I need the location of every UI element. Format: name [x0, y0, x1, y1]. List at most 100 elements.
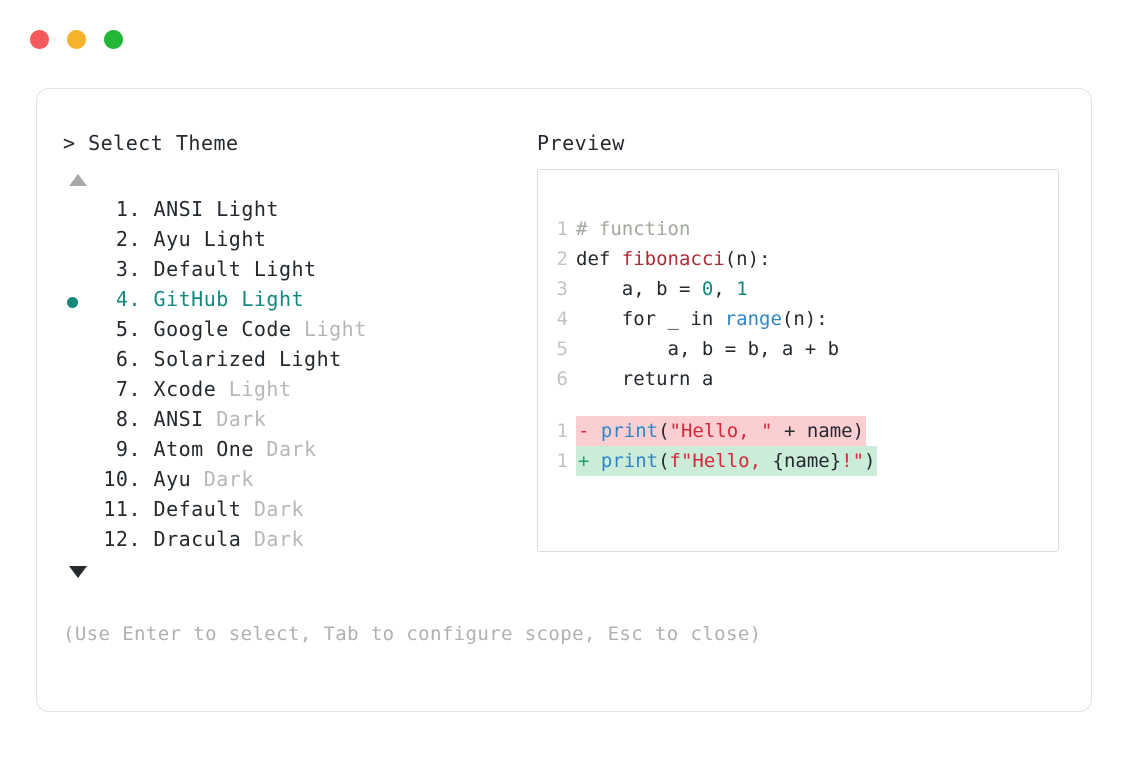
theme-item-spacer — [141, 437, 154, 461]
line-number: 3 — [556, 278, 568, 300]
theme-item-label: ANSI — [153, 407, 204, 431]
theme-item-spacer — [141, 287, 154, 311]
theme-item-mode-suffix: Light — [291, 317, 367, 341]
code-token: ( — [658, 450, 670, 472]
theme-item-label: Ayu — [153, 467, 192, 491]
theme-item-label: Xcode — [153, 377, 217, 401]
code-token: (n): — [781, 308, 828, 330]
theme-item-spacer — [141, 347, 154, 371]
code-token: !" — [841, 450, 865, 472]
code-token: for _ in — [576, 308, 725, 330]
theme-list-item[interactable]: 6. Solarized Light — [63, 347, 533, 377]
diff-sign: - — [578, 420, 601, 442]
theme-list-item[interactable]: 3. Default Light — [63, 257, 533, 287]
diff-line-add: 1 + print(f"Hello, {name}!") — [552, 446, 1058, 476]
maximize-window-button[interactable] — [104, 30, 123, 49]
code-token: # function — [576, 218, 691, 240]
diff-line-del: 1 - print("Hello, " + name) — [552, 416, 1058, 446]
code-token: f"Hello, — [669, 450, 773, 472]
code-token: "Hello, " — [669, 420, 773, 442]
theme-item-index: 8. — [115, 407, 141, 431]
theme-item-spacer — [141, 257, 154, 281]
triangle-up-icon — [69, 174, 87, 186]
theme-item-index: 5. — [115, 317, 141, 341]
line-number: 1 — [556, 218, 568, 240]
theme-item-index: 3. — [115, 257, 141, 281]
theme-item-index: 4. — [115, 287, 141, 311]
code-diff-spacer — [538, 394, 1058, 416]
line-number: 1 — [556, 420, 568, 442]
keyboard-hint: (Use Enter to select, Tab to configure s… — [63, 623, 762, 645]
code-token: 0 — [701, 278, 714, 300]
theme-item-mode-suffix: Dark — [241, 497, 305, 521]
theme-item-spacer — [141, 227, 154, 251]
code-preview: 1 # function 2 def fibonacci (n): 3 a, b = 0,… — [538, 214, 1058, 394]
theme-list-item[interactable]: 8. ANSI Dark — [63, 407, 533, 437]
theme-item-index: 6. — [115, 347, 141, 371]
theme-item-label: Atom One — [153, 437, 254, 461]
theme-item-spacer — [141, 497, 154, 521]
line-number: 4 — [556, 308, 568, 330]
diff-line-content: + print(f"Hello, {name}!") — [576, 446, 878, 476]
theme-list-item[interactable]: 2. Ayu Light — [63, 227, 533, 257]
theme-list-item[interactable]: 12. Dracula Dark — [63, 527, 533, 557]
code-diff: 1- print("Hello, " + name)1+ print(f"Hel… — [538, 416, 1058, 476]
filled-circle-icon — [67, 296, 78, 308]
theme-item-label: Default Light — [153, 257, 317, 281]
code-token: print — [600, 450, 659, 472]
code-token: fibonacci — [621, 248, 725, 270]
diff-line-content: - print("Hello, " + name) — [576, 416, 867, 446]
theme-item-index: 9. — [115, 437, 141, 461]
code-token: a, b = b, a + b — [576, 338, 840, 360]
preview-code-box: 1 # function 2 def fibonacci (n): 3 a, b = 0,… — [537, 169, 1059, 552]
page-title: > Select Theme — [63, 131, 239, 155]
theme-list-item[interactable]: 4. GitHub Light — [63, 287, 533, 317]
theme-item-label: GitHub Light — [153, 287, 305, 311]
theme-item-index: 2. — [115, 227, 141, 251]
theme-list-item[interactable]: 9. Atom One Dark — [63, 437, 533, 467]
close-window-button[interactable] — [30, 30, 49, 49]
line-number: 1 — [556, 450, 568, 472]
theme-item-label: Default — [153, 497, 242, 521]
triangle-down-icon — [69, 566, 87, 578]
theme-list-item[interactable]: 7. Xcode Light — [63, 377, 533, 407]
theme-item-mode-suffix: Light — [216, 377, 292, 401]
preview-title: Preview — [537, 131, 625, 155]
selection-bullet-cell — [63, 296, 93, 308]
theme-list-item[interactable]: 5. Google Code Light — [63, 317, 533, 347]
theme-item-spacer — [141, 407, 154, 431]
theme-item-mode-suffix: Dark — [191, 467, 254, 491]
code-token: , — [713, 278, 737, 300]
theme-item-spacer — [141, 317, 154, 341]
code-line: 5 a, b = b, a + b — [552, 334, 1058, 364]
code-token: range — [724, 308, 782, 330]
theme-item-index: 10. — [103, 467, 141, 491]
theme-item-index: 12. — [103, 527, 141, 551]
line-number: 2 — [556, 248, 568, 270]
theme-item-label: Google Code — [153, 317, 292, 341]
code-line: 6 return a — [552, 364, 1058, 394]
theme-item-label: Solarized Light — [153, 347, 342, 371]
scroll-up-button[interactable] — [63, 169, 533, 191]
code-token: + name) — [772, 420, 865, 442]
theme-item-index: 7. — [115, 377, 141, 401]
theme-list-item[interactable]: 10. Ayu Dark — [63, 467, 533, 497]
theme-item-label: Ayu Light — [153, 227, 267, 251]
minimize-window-button[interactable] — [67, 30, 86, 49]
theme-item-mode-suffix: Dark — [253, 437, 317, 461]
theme-item-label: ANSI Light — [153, 197, 279, 221]
theme-list-item[interactable]: 11. Default Dark — [63, 497, 533, 527]
theme-item-mode-suffix: Dark — [241, 527, 305, 551]
line-number: 5 — [556, 338, 568, 360]
scroll-down-button[interactable] — [63, 557, 533, 587]
theme-item-index: 11. — [103, 497, 141, 521]
theme-item-spacer — [141, 377, 154, 401]
code-token: def — [576, 248, 622, 270]
diff-sign: + — [578, 450, 601, 472]
code-line: 4 for _ in range(n): — [552, 304, 1058, 334]
code-token: a, b = — [576, 278, 702, 300]
theme-item-index: 1. — [115, 197, 141, 221]
theme-list-item[interactable]: 1. ANSI Light — [63, 197, 533, 227]
